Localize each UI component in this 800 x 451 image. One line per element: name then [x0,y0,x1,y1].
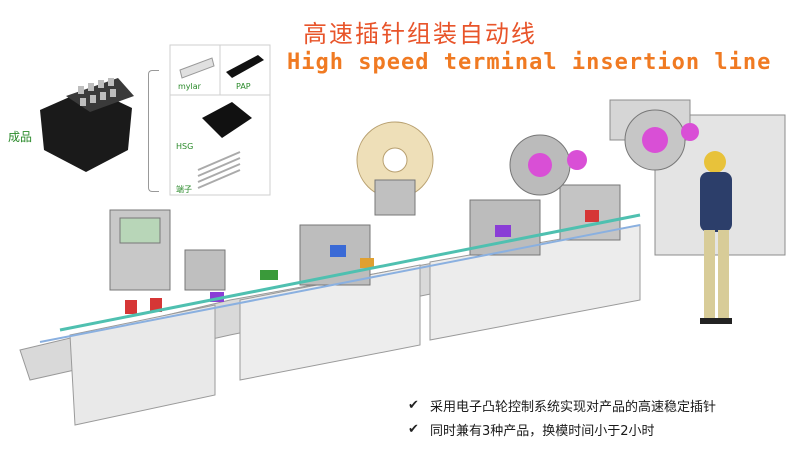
feature-text: 同时兼有3种产品，换模时间小于2小时 [430,423,655,439]
part-label-terminal: 端子 [176,185,192,194]
part-label-mylar: mylar [178,82,201,91]
terminal-reel-3 [624,109,699,171]
hsg-icon [202,102,252,138]
feature-item: ✔ 同时兼有3种产品，换模时间小于2小时 [408,417,716,441]
terminal-reel-1 [356,121,434,216]
bracket-divider [148,70,159,192]
finished-product-label: 成品 [8,130,33,144]
parts-panel [169,44,271,196]
terminal-reel-2 [509,134,587,196]
finished-product-icon [40,78,134,172]
feature-list: ✔ 采用电子凸轮控制系统实现对产品的高速稳定插针 ✔ 同时兼有3种产品，换模时间… [408,393,716,441]
pap-icon [226,55,264,78]
check-icon: ✔ [408,397,419,413]
operator-figure [700,151,732,324]
feature-item: ✔ 采用电子凸轮控制系统实现对产品的高速稳定插针 [408,393,716,417]
title-english: High speed terminal insertion line [287,50,772,75]
check-icon: ✔ [408,421,419,437]
mylar-icon [179,57,215,79]
feature-text: 采用电子凸轮控制系统实现对产品的高速稳定插针 [430,399,717,415]
title-chinese: 高速插针组装自动线 [303,20,537,48]
part-label-pap: PAP [236,82,251,91]
part-label-hsg: HSG [176,142,194,151]
terminal-icon [197,151,241,189]
